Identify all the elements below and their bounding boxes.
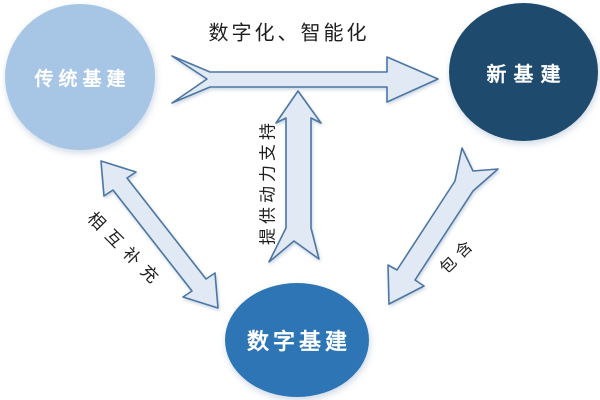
edge-label-digitalization: 数字化、智能化: [208, 22, 370, 45]
node-digital-label: 数字基建: [246, 329, 351, 354]
edge-label-power-support: 提供动力支持: [258, 119, 278, 245]
node-digital-infrastructure: 数字基建: [225, 283, 369, 397]
node-new-label: 新基建: [486, 63, 568, 86]
node-traditional-label: 传统基建: [34, 68, 131, 90]
arrow-contains: [387, 147, 499, 305]
node-new-infrastructure: 新基建: [449, 3, 598, 141]
arrow-digitalization: [171, 55, 439, 104]
node-traditional-infrastructure: 传统基建: [5, 4, 155, 150]
arrow-mutual-complement: [100, 160, 219, 309]
arrow-power-support: [268, 90, 322, 263]
